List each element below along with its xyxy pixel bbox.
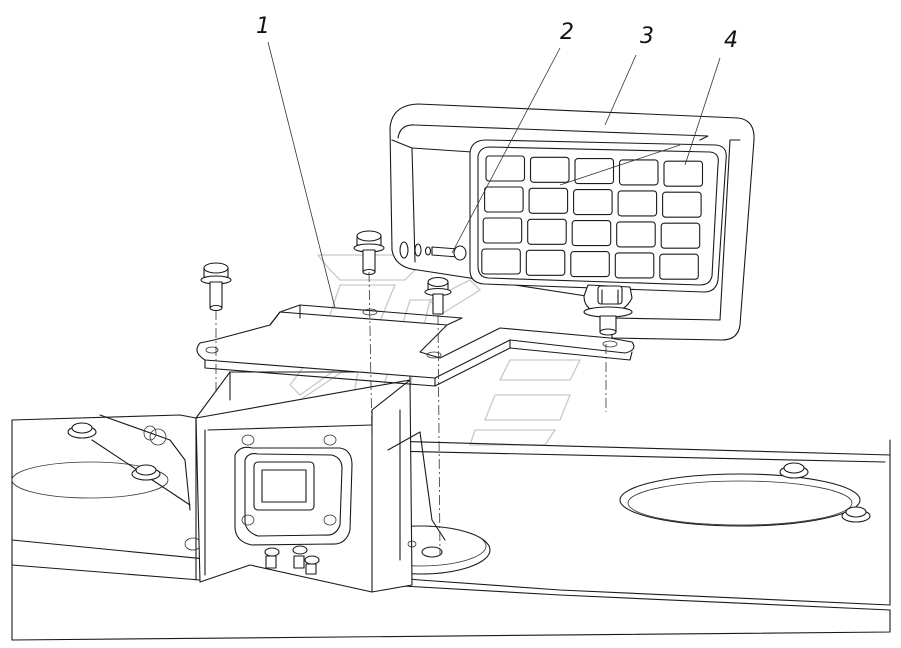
lamp-swivel-mount xyxy=(583,284,633,336)
lens-cell xyxy=(616,221,656,248)
callout-4: 4 xyxy=(724,28,738,53)
lens-cell xyxy=(660,222,701,249)
lens-cell xyxy=(481,248,521,275)
lens-cell xyxy=(529,156,570,183)
lamp-lens-grid xyxy=(481,155,704,280)
platform-bolts xyxy=(67,422,871,523)
lens-cell xyxy=(571,220,612,247)
lens-cell xyxy=(617,190,658,217)
leader-lines xyxy=(267,41,721,309)
lens-cell xyxy=(525,249,566,276)
lens-cell xyxy=(574,158,615,185)
lens-cell xyxy=(528,187,569,214)
lens-cell xyxy=(482,217,523,244)
callout-3: 3 xyxy=(640,24,654,49)
bracket-bolts xyxy=(200,230,452,315)
washer-and-screw xyxy=(399,241,467,261)
mounting-bracket xyxy=(196,304,635,387)
pedestal-box xyxy=(195,371,446,593)
callout-2: 2 xyxy=(560,20,574,45)
base-platform xyxy=(11,414,891,641)
lens-cell xyxy=(618,159,659,186)
lens-cell xyxy=(484,186,524,213)
lens-cell xyxy=(662,191,702,218)
lens-cell xyxy=(570,251,610,278)
lens-cell xyxy=(663,160,704,187)
lens-cell xyxy=(659,253,699,280)
lens-cell xyxy=(614,252,655,279)
lens-cell xyxy=(485,155,526,182)
lens-cell xyxy=(527,218,567,245)
lens-cell xyxy=(573,189,613,216)
callout-1: 1 xyxy=(256,14,270,39)
